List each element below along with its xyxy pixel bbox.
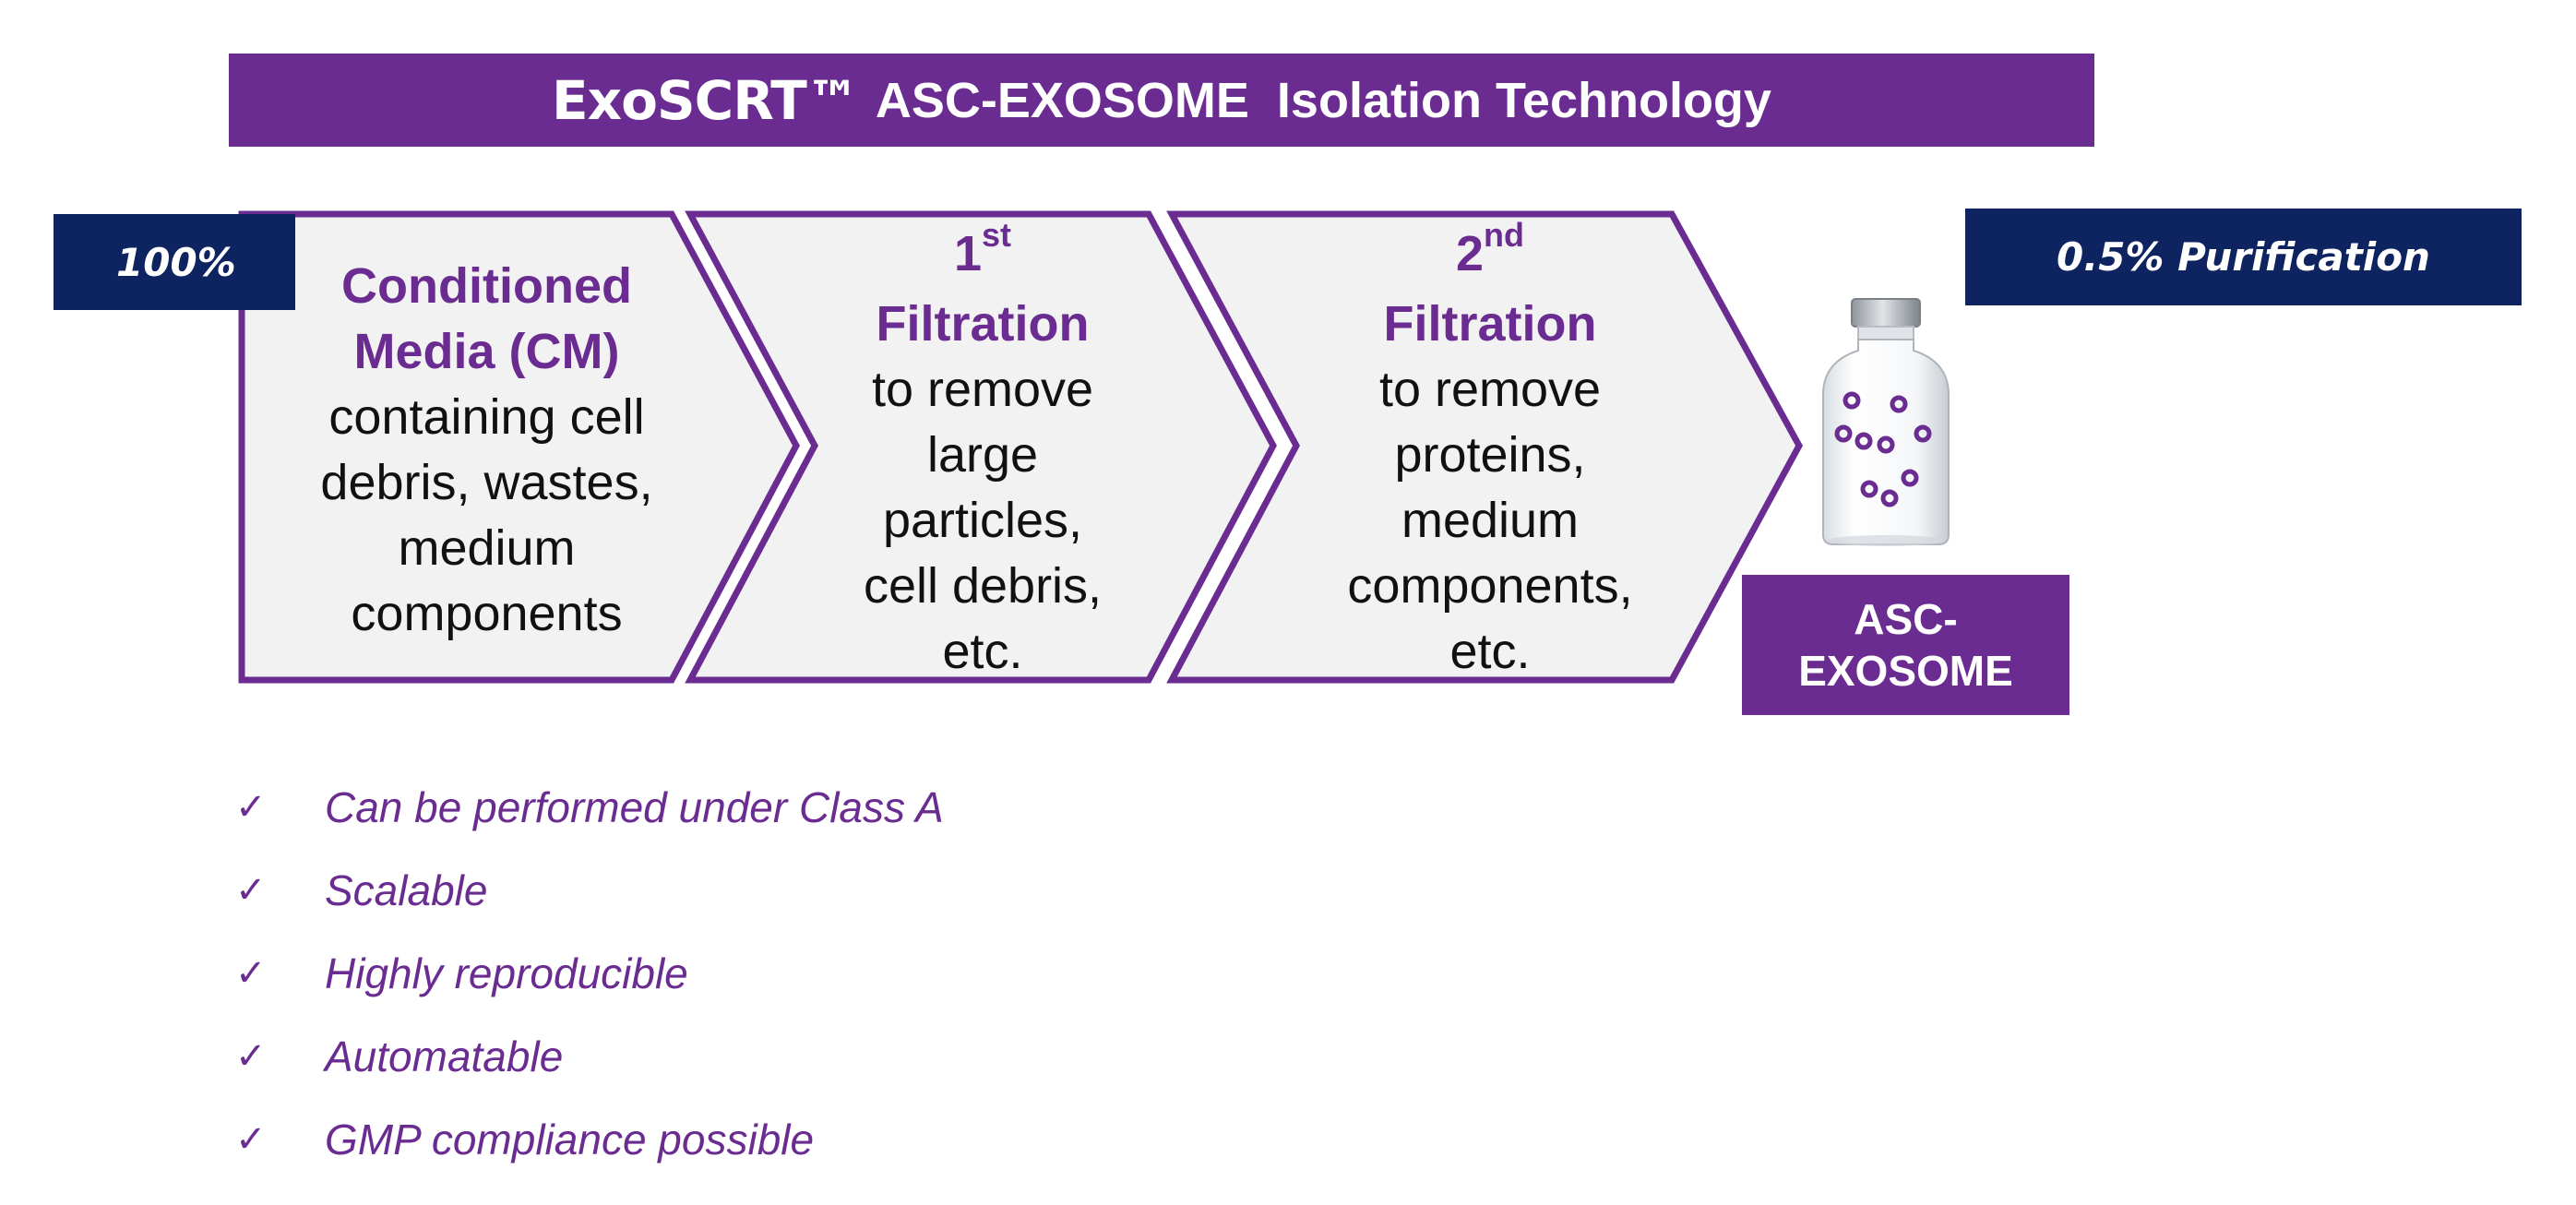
benefit-item: ✓ GMP compliance possible bbox=[235, 1098, 944, 1181]
benefit-item: ✓ Scalable bbox=[235, 849, 944, 932]
checkmark-icon: ✓ bbox=[235, 952, 267, 995]
step-2-heading: Filtration bbox=[876, 296, 1090, 352]
start-percent-tag: 100% bbox=[54, 214, 295, 310]
checkmark-icon: ✓ bbox=[235, 786, 267, 829]
chevron-step-2 bbox=[685, 210, 1277, 684]
step-1-body-line-1: containing cell bbox=[328, 389, 645, 445]
step-1-body-line-4: components bbox=[351, 586, 623, 641]
step-2-ordinal: 1st bbox=[953, 216, 1012, 281]
step-3-body-line-3: medium bbox=[1401, 493, 1580, 548]
step-3-ordinal: 2nd bbox=[1455, 216, 1525, 281]
title-brand: ExoSCRT™ bbox=[552, 68, 860, 132]
benefit-text: Automatable bbox=[325, 1032, 564, 1080]
title-banner: ExoSCRT™ ASC-EXOSOME Isolation Technolog… bbox=[229, 54, 2094, 147]
step-conditioned-media: Conditioned Media (CM) containing cell d… bbox=[268, 254, 706, 647]
benefit-item: ✓ Highly reproducible bbox=[235, 932, 944, 1015]
step-3-body-line-5: etc. bbox=[1449, 624, 1531, 679]
benefit-item: ✓ Automatable bbox=[235, 1015, 944, 1098]
step-2-body-line-4: cell debris, bbox=[863, 558, 1103, 614]
step-3-body-line-4: components, bbox=[1347, 558, 1633, 614]
benefit-item: ✓ Can be performed under Class A bbox=[235, 766, 944, 849]
checkmark-icon: ✓ bbox=[235, 869, 267, 912]
chevron-step-3 bbox=[1166, 210, 1803, 684]
step-first-filtration: 1st Filtration to remove large particles… bbox=[780, 216, 1186, 685]
step-1-heading-line-1: Conditioned bbox=[341, 258, 632, 314]
checkmark-icon: ✓ bbox=[235, 1118, 267, 1161]
benefit-text: Can be performed under Class A bbox=[325, 783, 944, 831]
step-3-body-line-2: proteins, bbox=[1394, 427, 1586, 483]
step-2-body-line-5: etc. bbox=[942, 624, 1023, 679]
title-text: ASC-EXOSOME Isolation Technology bbox=[875, 72, 1771, 128]
step-3-heading: Filtration bbox=[1383, 296, 1597, 352]
step-2-body-line-3: particles, bbox=[882, 493, 1083, 548]
result-line-2: EXOSOME bbox=[1798, 647, 2013, 695]
purification-tag: 0.5% Purification bbox=[1965, 209, 2522, 305]
chevron-step-1 bbox=[238, 210, 800, 684]
benefits-list: ✓ Can be performed under Class A ✓ Scalabl… bbox=[235, 766, 944, 1181]
result-line-1: ASC- bbox=[1854, 595, 1958, 643]
checkmark-icon: ✓ bbox=[235, 1035, 267, 1078]
step-second-filtration: 2nd Filtration to remove proteins, mediu… bbox=[1287, 216, 1693, 685]
step-3-body-line-1: to remove bbox=[1378, 362, 1602, 417]
asc-exosome-box: ASC- EXOSOME bbox=[1742, 575, 2069, 715]
step-2-body-line-1: to remove bbox=[871, 362, 1094, 417]
step-1-heading-line-2: Media (CM) bbox=[353, 324, 620, 379]
exosome-vial-icon bbox=[1822, 298, 1950, 546]
step-2-body-line-2: large bbox=[926, 427, 1039, 483]
benefit-text: Scalable bbox=[325, 866, 488, 914]
benefit-text: Highly reproducible bbox=[325, 949, 688, 997]
step-1-body-line-2: debris, wastes, bbox=[320, 455, 653, 510]
benefit-text: GMP compliance possible bbox=[325, 1116, 815, 1163]
step-1-body-line-3: medium bbox=[398, 520, 576, 576]
